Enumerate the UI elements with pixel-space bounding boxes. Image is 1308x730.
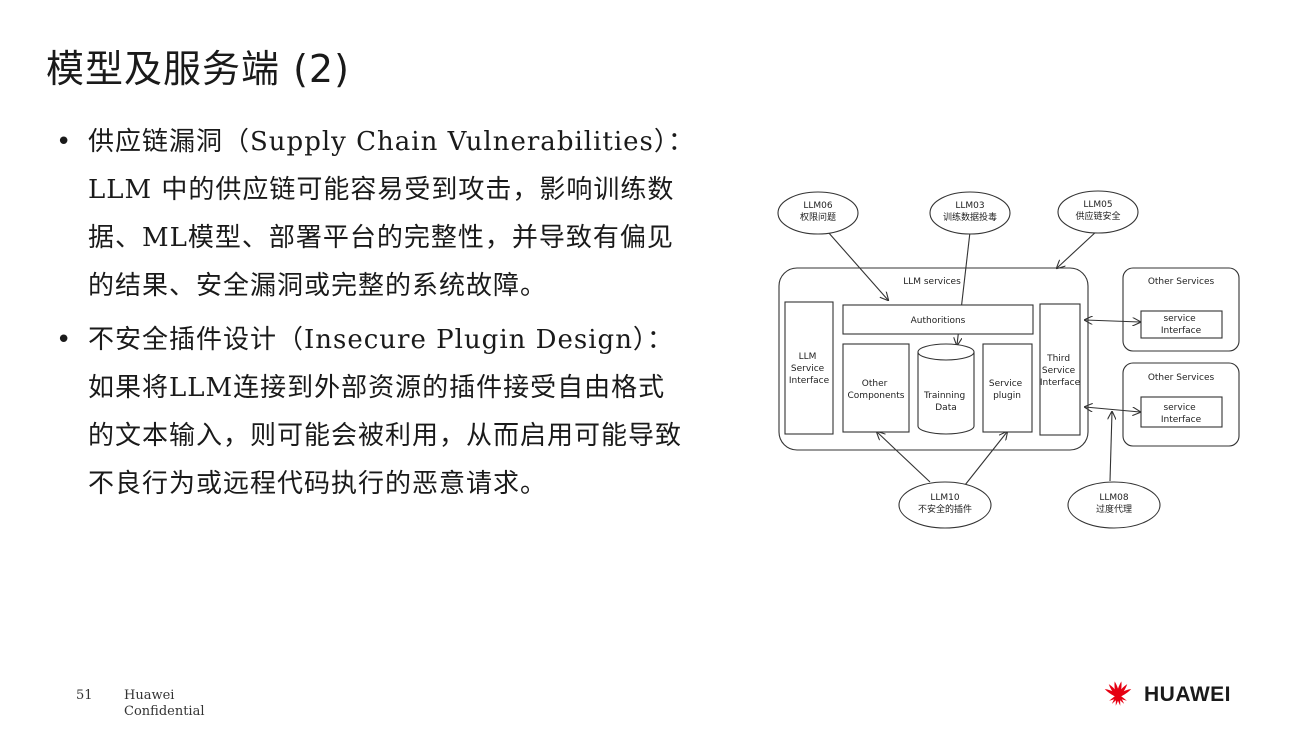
node-llm08-code: LLM08 (1099, 493, 1129, 503)
bullet-text: 供应链漏洞（Supply Chain Vulnerabilities）： LLM… (88, 118, 764, 310)
node-llm03-ellipse (929, 191, 1011, 235)
llm-services-box (778, 267, 1089, 451)
huawei-flower-icon (1104, 681, 1132, 706)
node-llm05-code: LLM05 (1083, 200, 1112, 210)
node-llm05: LLM05 供应链安全 (1057, 190, 1139, 234)
other-services-1-box (1122, 267, 1240, 352)
other-services-1-title: Other Services (1148, 277, 1215, 287)
bullet-line: 的文本输入，则可能会被利用，从而启用可能导致 (88, 421, 683, 451)
bullet-line: 不安全插件设计（Insecure Plugin Design）： (88, 325, 674, 355)
page-title: 模型及服务端 (2) (46, 47, 350, 91)
confidential-line: Huawei (124, 688, 175, 703)
page-number: 51 (76, 688, 93, 703)
node-llm10-ellipse (898, 481, 992, 529)
node-llm06: LLM06 权限问题 (777, 191, 859, 235)
bullet-line: 如果将LLM连接到外部资源的插件接受自由格式 (88, 373, 666, 403)
service-interface-2-box (1140, 396, 1223, 428)
node-llm05-ellipse (1057, 190, 1139, 234)
node-llm08-ellipse (1067, 481, 1161, 529)
arrow-llm10-b (964, 432, 1007, 486)
service-plugin-box (982, 343, 1033, 433)
authorities-box (842, 304, 1034, 335)
arrow-third-service-1 (1085, 320, 1140, 322)
training-data-cylinder (917, 343, 975, 435)
bullet-list: • 供应链漏洞（Supply Chain Vulnerabilities）： L… (54, 118, 764, 514)
bullet-line: 供应链漏洞（Supply Chain Vulnerabilities）： (88, 127, 695, 157)
huawei-logo: HUAWEI (1098, 680, 1231, 710)
other-components-label: Other Components (848, 379, 905, 401)
node-llm03: LLM03 训练数据投毒 (929, 191, 1011, 235)
arrow-llm06 (827, 231, 888, 300)
confidential-line: Confidential (124, 704, 205, 719)
confidential-label: Huawei Confidential (124, 688, 205, 720)
llm-services-label: LLM services (903, 277, 961, 287)
service-interface-1-label: service Interface (1161, 314, 1202, 336)
node-llm08: LLM08 过度代理 (1067, 481, 1161, 529)
arrow-llm08 (1110, 412, 1112, 482)
cylinder-top (917, 343, 975, 361)
bullet-text: 不安全插件设计（Insecure Plugin Design）： 如果将LLM连… (88, 316, 764, 508)
node-llm08-label: 过度代理 (1096, 503, 1132, 515)
bullet-line: 的结果、安全漏洞或完整的系统故障。 (88, 271, 548, 301)
training-data-label: Trainning Data (923, 391, 968, 413)
node-llm06-label: 权限问题 (800, 211, 836, 223)
other-services-2-title: Other Services (1148, 373, 1215, 383)
arrow-third-service-2 (1085, 407, 1140, 412)
third-service-interface-label: Third Service Interface (1040, 354, 1081, 388)
node-llm05-label: 供应链安全 (1075, 210, 1120, 222)
other-services-2-box (1122, 362, 1240, 447)
node-llm10-label: 不安全的插件 (918, 503, 972, 515)
llm-service-interface-label: LLM Service Interface (789, 352, 830, 386)
other-components-box (842, 343, 910, 433)
arrow-llm10-a (877, 432, 931, 483)
bullet-insecure-plugin: • 不安全插件设计（Insecure Plugin Design）： 如果将LL… (54, 316, 764, 508)
bullet-line: 据、ML模型、部署平台的完整性，并导致有偏见 (88, 223, 674, 253)
node-llm10: LLM10 不安全的插件 (898, 481, 992, 529)
llm-service-interface-box (784, 301, 834, 435)
huawei-logo-text: HUAWEI (1144, 683, 1231, 706)
authorities-label: Authoritions (911, 316, 966, 326)
node-llm03-label: 训练数据投毒 (943, 211, 997, 223)
node-llm03-code: LLM03 (955, 201, 984, 211)
service-interface-2-label: service Interface (1161, 403, 1202, 425)
arrow-llm05 (1057, 229, 1099, 268)
service-interface-1-box (1140, 310, 1223, 339)
bullet-supply-chain: • 供应链漏洞（Supply Chain Vulnerabilities）： L… (54, 118, 764, 310)
bullet-line: 不良行为或远程代码执行的恶意请求。 (88, 469, 548, 499)
node-llm06-code: LLM06 (803, 201, 833, 211)
service-plugin-label: Service plugin (989, 379, 1025, 401)
cylinder-body (917, 352, 975, 435)
bullet-dot: • (56, 127, 72, 157)
bullet-dot: • (56, 325, 72, 355)
node-llm10-code: LLM10 (930, 493, 960, 503)
node-llm06-ellipse (777, 191, 859, 235)
third-service-interface-box (1039, 303, 1081, 436)
bullet-line: LLM 中的供应链可能容易受到攻击，影响训练数 (88, 175, 675, 205)
